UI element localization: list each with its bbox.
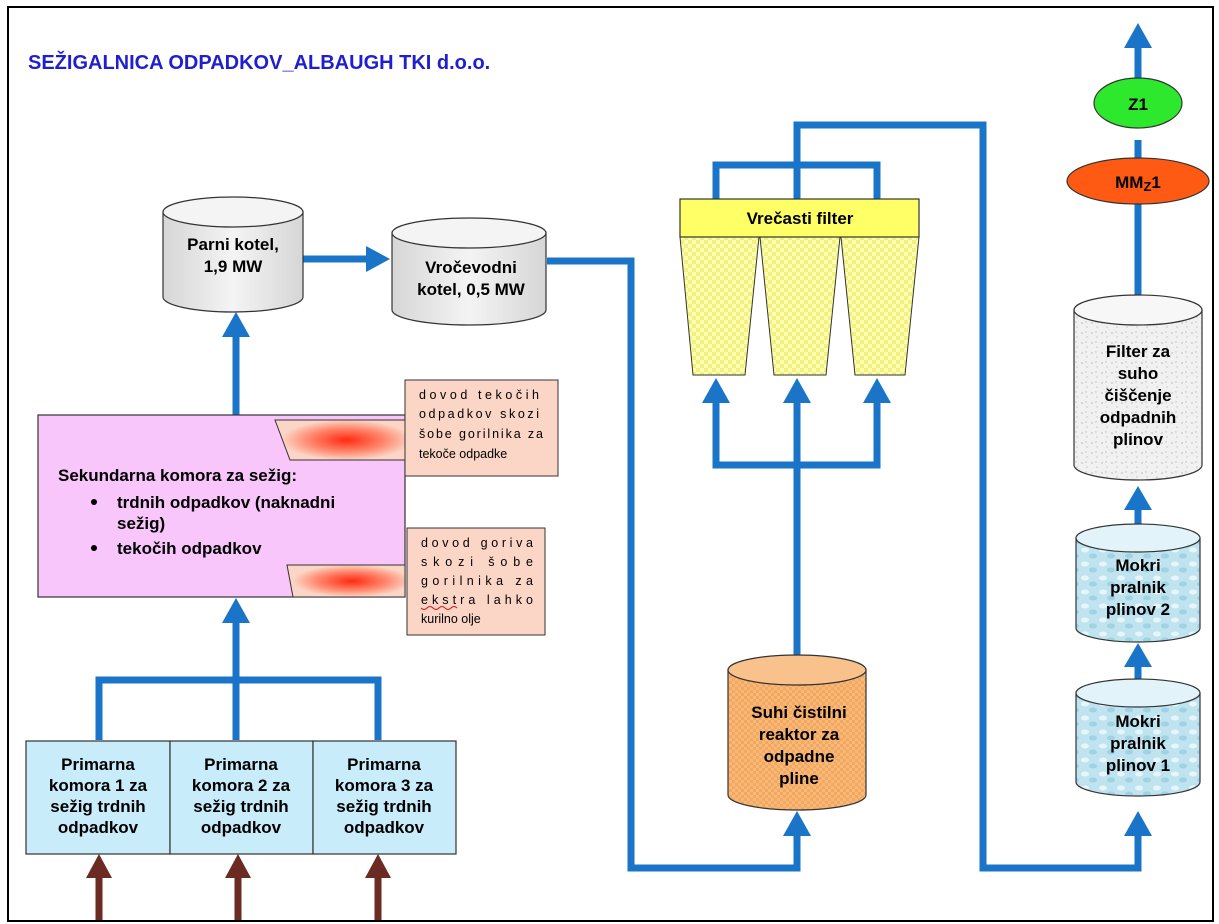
bullet-icon	[91, 545, 97, 551]
arrow-up-icon	[1124, 811, 1152, 836]
arrow-up-icon	[702, 378, 730, 403]
arrow-up-icon	[863, 378, 891, 403]
arrow-up-icon	[783, 811, 811, 836]
primary3-line4: odpadkov	[344, 818, 425, 837]
primary1-line1: Primarna	[61, 755, 135, 774]
note-fuel-feed: dovod goriva skozi šobe gorilnika za eks…	[406, 527, 546, 636]
arrow-up-icon	[1124, 643, 1152, 667]
dry-reactor-line3: odpadne	[764, 747, 835, 766]
arrow-up-icon	[783, 378, 811, 403]
arrow-up-icon	[86, 854, 112, 878]
filter-bag-1	[679, 236, 760, 376]
secondary-bullet1-line2: sežig)	[117, 514, 165, 533]
arrow-up-icon	[365, 854, 391, 878]
measurement-label: MMZ1	[1115, 173, 1161, 194]
bag-filter: Vrečasti filter	[679, 198, 920, 376]
dry-filter-line1: Filter za	[1106, 342, 1171, 361]
primary1-line4: odpadkov	[58, 818, 139, 837]
burner-nozzle-fuel-icon	[286, 564, 406, 598]
hot-water-boiler-label-2: kotel, 0,5 MW	[417, 280, 526, 299]
hot-water-boiler: Vročevodni kotel, 0,5 MW	[391, 217, 547, 326]
primary3-line3: sežig trdnih	[336, 797, 431, 816]
wet-scrubber-2: Mokri pralnik plinov 2	[1075, 523, 1201, 643]
primary3-line1: Primarna	[347, 755, 421, 774]
spellcheck-underline	[420, 606, 458, 610]
scrubber2-line2: pralnik	[1110, 578, 1166, 597]
arrow-up-icon	[222, 598, 250, 623]
secondary-bullet1-line1: trdnih odpadkov (naknadni	[117, 493, 335, 512]
measurement-point: MMZ1	[1066, 157, 1210, 205]
note-liquid-feed: dovod tekočih odpadkov skozi šobe goriln…	[404, 379, 559, 477]
arrow-up-icon	[1124, 23, 1152, 48]
dry-filter-line2: suho	[1118, 364, 1159, 383]
wet-scrubber-1: Mokri pralnik plinov 1	[1075, 678, 1201, 797]
emission-label: Z1	[1128, 95, 1148, 114]
pipe-hotwater-to-reactor	[547, 257, 801, 872]
dry-reactor-line2: reaktor za	[759, 725, 840, 744]
dry-filter-line3: čiščenje	[1104, 386, 1171, 405]
primary2-line1: Primarna	[204, 755, 278, 774]
bullet-icon	[91, 499, 97, 505]
arrow-right-icon	[366, 246, 390, 272]
primary-chamber-3: Primarna komora 3 za sežig trdnih odpadk…	[312, 740, 457, 855]
scrubber2-line1: Mokri	[1115, 556, 1160, 575]
hot-water-boiler-label-1: Vročevodni	[425, 258, 517, 277]
scrubber1-line1: Mokri	[1115, 712, 1160, 731]
pipe-filter-branches	[712, 400, 881, 469]
arrow-up-icon	[1124, 486, 1152, 510]
scrubber1-line3: plinov 1	[1106, 756, 1170, 775]
primary-chamber-2: Primarna komora 2 za sežig trdnih odpadk…	[169, 740, 314, 855]
arrow-up-icon	[225, 854, 251, 878]
secondary-chamber-heading: Sekundarna komora za sežig:	[58, 466, 297, 485]
scrubber2-line3: plinov 2	[1106, 600, 1170, 619]
steam-boiler-label-2: 1,9 MW	[204, 257, 264, 276]
steam-boiler: Parni kotel, 1,9 MW	[162, 196, 304, 313]
secondary-bullet2: tekočih odpadkov	[117, 539, 262, 558]
note-liquid-line2: odpadkov skozi	[419, 407, 539, 421]
primary2-line2: komora 2 za	[192, 776, 291, 795]
burner-nozzle-liquid-icon	[274, 419, 406, 461]
primary3-line2: komora 3 za	[335, 776, 434, 795]
steam-boiler-label-1: Parni kotel,	[187, 235, 279, 254]
filter-bag-3	[840, 236, 920, 376]
arrow-up-icon	[222, 312, 250, 337]
dry-reactor: Suhi čistilni reaktor za odpadne pline	[727, 654, 867, 811]
primary2-line3: sežig trdnih	[193, 797, 288, 816]
bag-filter-label: Vrečasti filter	[747, 209, 854, 228]
note-liquid-line4: tekoče odpadke	[419, 447, 507, 461]
primary1-line3: sežig trdnih	[50, 797, 145, 816]
diagram-title: SEŽIGALNICA ODPADKOV_ALBAUGH TKI d.o.o.	[28, 50, 490, 74]
primary-chamber-1: Primarna komora 1 za sežig trdnih odpadk…	[25, 740, 171, 855]
dry-filter: Filter za suho čiščenje odpadnih plinov	[1073, 294, 1203, 481]
primary2-line4: odpadkov	[201, 818, 282, 837]
note-liquid-line1: dovod tekočih	[419, 388, 539, 402]
emission-point: Z1	[1093, 77, 1183, 129]
dry-filter-line4: odpadnih	[1100, 408, 1176, 427]
scrubber1-line2: pralnik	[1110, 734, 1166, 753]
dry-filter-line5: plinov	[1113, 430, 1164, 449]
filter-bag-2	[759, 236, 841, 376]
dry-reactor-line1: Suhi čistilni	[751, 703, 846, 722]
dry-reactor-line4: pline	[779, 769, 819, 788]
primary1-line2: komora 1 za	[49, 776, 148, 795]
note-fuel-line5: kurilno olje	[421, 612, 481, 626]
pipe-filter-to-scrubber	[793, 121, 1142, 872]
frame-border	[7, 6, 1214, 922]
